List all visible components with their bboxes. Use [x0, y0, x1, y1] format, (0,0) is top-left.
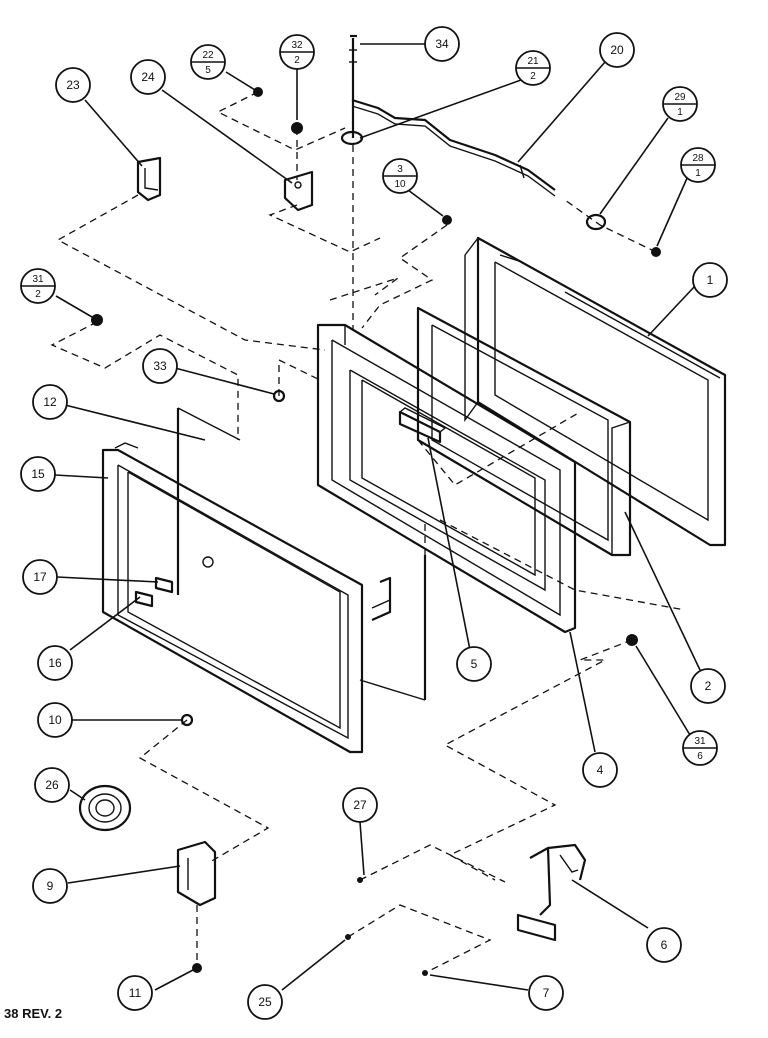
callout-17-label: 17 [33, 570, 47, 584]
part-hinge-clip [371, 576, 392, 622]
part-12-insulation [176, 407, 427, 701]
fraction-31-2-bottom: 2 [35, 289, 41, 300]
fraction-28-1-bottom: 1 [695, 168, 701, 179]
callout-27: 27 [342, 787, 378, 823]
fraction-22-5-top: 22 [202, 50, 214, 61]
callout-2: 2 [690, 668, 726, 704]
callout-23-label: 23 [66, 78, 80, 92]
callout-26: 26 [34, 767, 70, 803]
callout-1-label: 1 [707, 273, 714, 287]
callout-5-label: 5 [471, 657, 478, 671]
callout-34-label: 34 [435, 37, 449, 51]
part-24-bracket [283, 170, 314, 212]
callout-4: 4 [582, 752, 618, 788]
part-3-nut [442, 215, 452, 225]
callout-15: 15 [20, 456, 56, 492]
fraction-callout-21-2: 21 2 [515, 50, 551, 86]
fraction-29-1-top: 29 [674, 92, 686, 103]
part-5-bracket [398, 407, 447, 444]
part-9-latch [176, 840, 217, 907]
callout-20: 20 [599, 32, 635, 68]
part-23-bracket [136, 156, 162, 202]
callout-6-label: 6 [661, 938, 668, 952]
fraction-callout-3-10: 3 10 [382, 158, 418, 194]
fraction-callout-31-2: 31 2 [20, 268, 56, 304]
callout-26-label: 26 [45, 778, 59, 792]
callout-25-label: 25 [258, 995, 272, 1009]
part-16-tab [134, 590, 154, 608]
callout-5: 5 [456, 646, 492, 682]
callout-16: 16 [37, 645, 73, 681]
callout-2-label: 2 [705, 679, 712, 693]
fraction-callout-32-2: 32 2 [279, 34, 315, 70]
callout-11: 11 [117, 975, 153, 1011]
callout-7: 7 [528, 975, 564, 1011]
callout-20-label: 20 [610, 43, 624, 57]
fraction-22-5-bottom: 5 [205, 65, 211, 76]
callout-34: 34 [424, 26, 460, 62]
dashed-assembly-lines [50, 91, 686, 974]
part-17-tab [154, 576, 174, 594]
fraction-callout-22-5: 22 5 [190, 44, 226, 80]
callout-12-label: 12 [43, 395, 57, 409]
callout-9-label: 9 [47, 879, 54, 893]
callout-10: 10 [37, 702, 73, 738]
callout-12: 12 [32, 384, 68, 420]
fraction-31-6-bottom: 6 [697, 751, 703, 762]
part-34-screw [349, 34, 357, 138]
part-6-hinge [516, 843, 587, 942]
part-20-rod [351, 98, 556, 197]
fraction-21-2-top: 21 [527, 56, 539, 67]
fraction-32-2-top: 32 [291, 40, 303, 51]
callout-25: 25 [247, 984, 283, 1020]
fraction-callout-28-1: 28 1 [680, 147, 716, 183]
callout-1: 1 [692, 262, 728, 298]
callout-11-label: 11 [129, 986, 142, 1000]
part-15-outer-door [101, 442, 364, 754]
fraction-21-2-bottom: 2 [530, 71, 536, 82]
part-26-knob [78, 784, 132, 832]
callout-10-label: 10 [48, 713, 62, 727]
leader-lines [54, 43, 701, 991]
fraction-31-6-top: 31 [694, 736, 706, 747]
callout-4-label: 4 [597, 763, 604, 777]
callout-23: 23 [55, 67, 91, 103]
callout-33-label: 33 [153, 359, 167, 373]
fraction-31-2-top: 31 [32, 274, 44, 285]
fraction-28-1-top: 28 [692, 153, 704, 164]
part-11-screw [192, 963, 202, 973]
part-29-washer [585, 213, 607, 231]
fraction-29-1-bottom: 1 [677, 107, 683, 118]
callout-7-label: 7 [543, 986, 550, 1000]
part-1-rear-panel [464, 236, 727, 547]
callout-9: 9 [32, 868, 68, 904]
callout-16-label: 16 [48, 656, 62, 670]
callout-6: 6 [646, 927, 682, 963]
fraction-32-2-bottom: 2 [294, 55, 300, 66]
fraction-3-10-top: 3 [397, 164, 403, 175]
fraction-callout-29-1: 29 1 [662, 86, 698, 122]
revision-label: 38 REV. 2 [4, 1006, 63, 1021]
callout-33: 33 [142, 348, 178, 384]
callout-27-label: 27 [353, 798, 367, 812]
fraction-callout-31-6: 31 6 [682, 730, 718, 766]
part-4-door-frame [316, 323, 577, 634]
callout-24-label: 24 [141, 70, 155, 84]
callout-24: 24 [130, 59, 166, 95]
part-17-screw [202, 556, 214, 568]
part-2-glass-pack [416, 306, 632, 557]
callout-15-label: 15 [31, 467, 45, 481]
callout-17: 17 [22, 559, 58, 595]
fraction-3-10-bottom: 10 [394, 179, 406, 190]
